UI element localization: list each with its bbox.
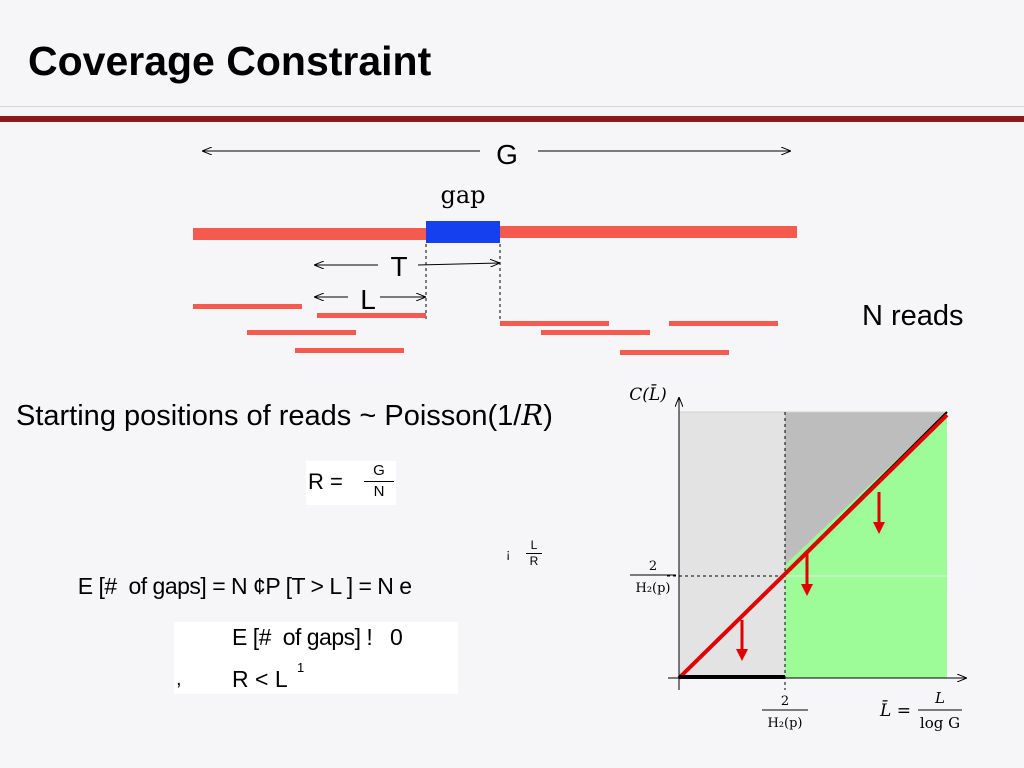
expected-gaps-lhs: E [# of gaps] = N ¢P [T > L ] = N e bbox=[77, 573, 412, 599]
poisson-statement: Starting positions of reads ~ Poisson(1/… bbox=[16, 398, 553, 433]
read bbox=[500, 321, 609, 326]
r-fraction-bar bbox=[364, 481, 394, 482]
x-axis-label-denominator: log G bbox=[920, 714, 960, 732]
n-reads-label: N reads bbox=[862, 300, 964, 332]
r-numerator: G bbox=[373, 462, 385, 479]
y-tick-numerator: 2 bbox=[649, 559, 657, 574]
exponent-numerator: L bbox=[530, 538, 538, 552]
r-lhs: R = bbox=[308, 469, 343, 494]
title-divider bbox=[0, 116, 1024, 122]
read bbox=[541, 330, 650, 335]
y-axis-label: C(L̄) bbox=[629, 383, 667, 405]
chart-light-region bbox=[679, 412, 785, 678]
genome-bar-left bbox=[193, 228, 426, 240]
limit-line-2: R < L bbox=[232, 666, 288, 692]
l-label: L bbox=[360, 284, 376, 315]
x-axis-label-lhs: L̄ = bbox=[879, 699, 911, 721]
x-tick-denominator: H₂(p) bbox=[767, 716, 802, 731]
page-title: Coverage Constraint bbox=[28, 38, 432, 84]
chart-coverage-curve bbox=[677, 413, 949, 680]
exponent-denominator: R bbox=[529, 554, 539, 568]
r-denominator: N bbox=[373, 483, 385, 500]
iff-symbol: , bbox=[176, 668, 182, 690]
expected-gaps-formula: E [# of gaps] = N ¢P [T > L ] = N e bbox=[66, 546, 412, 600]
poisson-variable: R bbox=[521, 398, 544, 432]
genome-label: G bbox=[496, 139, 518, 170]
read bbox=[295, 348, 404, 353]
r-definition: R = G N bbox=[306, 461, 396, 505]
chart-green-region bbox=[785, 412, 947, 678]
x-axis-label-numerator: L bbox=[934, 689, 945, 707]
read bbox=[669, 321, 778, 326]
gap-segment bbox=[426, 221, 500, 243]
poisson-prefix: Starting positions of reads ~ Poisson(1/ bbox=[16, 400, 522, 432]
genome-bar-right bbox=[500, 226, 797, 238]
x-tick-numerator: 2 bbox=[781, 694, 789, 709]
limit-conditions: E [# of gaps] ! 0 , R < L 1 bbox=[174, 622, 458, 694]
expected-gaps-sup: ¡ bbox=[506, 546, 511, 561]
y-tick-denominator: H₂(p) bbox=[635, 581, 670, 596]
title-divider-light bbox=[0, 106, 1024, 107]
limit-line-2-sup: 1 bbox=[297, 660, 305, 675]
t-label: T bbox=[390, 251, 407, 282]
coverage-chart: C(L̄) 2 H₂(p) 2 H₂(p) L̄ = L log G bbox=[629, 383, 966, 732]
t-arrow-right bbox=[417, 263, 499, 265]
poisson-suffix: ) bbox=[543, 400, 553, 432]
read bbox=[193, 304, 302, 309]
exponent-fraction-bar bbox=[526, 553, 542, 554]
read bbox=[620, 350, 729, 355]
read bbox=[317, 313, 426, 318]
read bbox=[247, 330, 356, 335]
limit-line-1: E [# of gaps] ! 0 bbox=[232, 624, 403, 650]
gap-label: gap bbox=[440, 181, 485, 209]
